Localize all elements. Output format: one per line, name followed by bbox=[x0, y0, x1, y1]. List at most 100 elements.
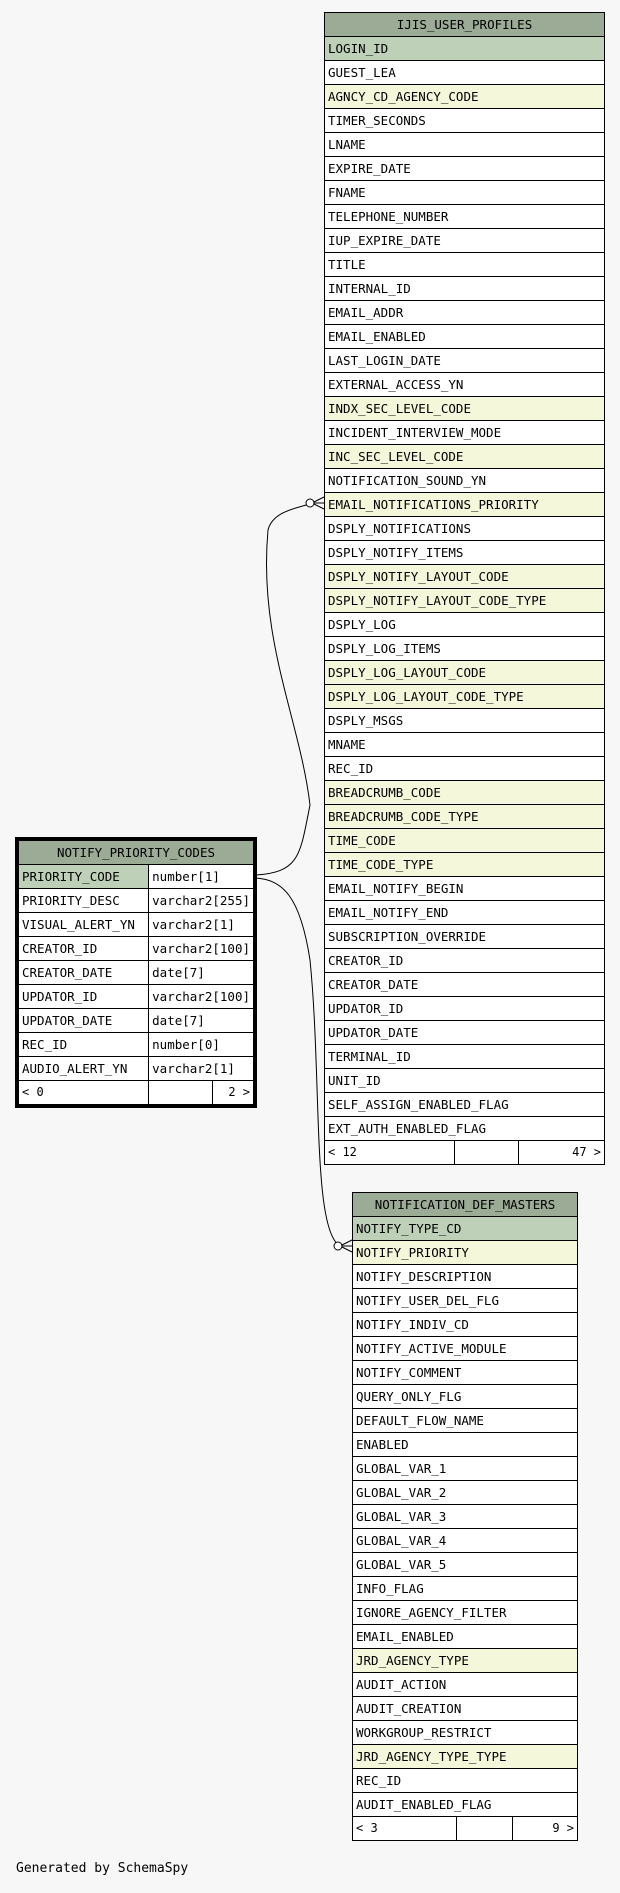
column-row[interactable]: GLOBAL_VAR_3 bbox=[352, 1504, 578, 1529]
column-name: CREATOR_DATE bbox=[17, 960, 150, 985]
column-row[interactable]: INTERNAL_ID bbox=[324, 276, 605, 301]
column-name: AUDIT_ENABLED_FLAG bbox=[352, 1792, 578, 1817]
column-row[interactable]: GLOBAL_VAR_2 bbox=[352, 1480, 578, 1505]
column-name: BREADCRUMB_CODE_TYPE bbox=[324, 804, 605, 829]
column-row[interactable]: NOTIFY_COMMENT bbox=[352, 1360, 578, 1385]
column-row[interactable]: QUERY_ONLY_FLG bbox=[352, 1384, 578, 1409]
column-row[interactable]: AUDIT_ENABLED_FLAG bbox=[352, 1792, 578, 1817]
table-title: NOTIFICATION_DEF_MASTERS bbox=[352, 1192, 578, 1217]
parent-count: < 12 bbox=[324, 1140, 455, 1165]
column-type: date[7] bbox=[148, 960, 254, 985]
column-row[interactable]: LNAME bbox=[324, 132, 605, 157]
column-row[interactable]: GLOBAL_VAR_5 bbox=[352, 1552, 578, 1577]
optional-marker-ndm bbox=[333, 1241, 343, 1251]
column-row[interactable]: CREATOR_DATE bbox=[324, 972, 605, 997]
column-row[interactable]: MNAME bbox=[324, 732, 605, 757]
column-name: AUDIT_ACTION bbox=[352, 1672, 578, 1697]
column-name: TIMER_SECONDS bbox=[324, 108, 605, 133]
column-row[interactable]: NOTIFY_USER_DEL_FLG bbox=[352, 1288, 578, 1313]
column-row[interactable]: TELEPHONE_NUMBER bbox=[324, 204, 605, 229]
column-row[interactable]: UPDATOR_ID bbox=[324, 996, 605, 1021]
column-row[interactable]: INCIDENT_INTERVIEW_MODE bbox=[324, 420, 605, 445]
child-count: 47 > bbox=[518, 1140, 605, 1165]
column-row[interactable]: REC_ID bbox=[352, 1768, 578, 1793]
column-name: NOTIFY_USER_DEL_FLG bbox=[352, 1288, 578, 1313]
column-name: TITLE bbox=[324, 252, 605, 277]
column-name: IUP_EXPIRE_DATE bbox=[324, 228, 605, 253]
column-name: EMAIL_NOTIFY_END bbox=[324, 900, 605, 925]
column-name: REC_ID bbox=[352, 1768, 578, 1793]
column-row[interactable]: JRD_AGENCY_TYPE bbox=[352, 1648, 578, 1673]
column-row[interactable]: EXPIRE_DATE bbox=[324, 156, 605, 181]
column-name: IGNORE_AGENCY_FILTER bbox=[352, 1600, 578, 1625]
column-row[interactable]: TIMER_SECONDS bbox=[324, 108, 605, 133]
column-name: CREATOR_DATE bbox=[324, 972, 605, 997]
column-type: varchar2[1] bbox=[148, 1056, 254, 1081]
column-row[interactable]: DSPLY_LOG_LAYOUT_CODE bbox=[324, 660, 605, 685]
column-name: EMAIL_ADDR bbox=[324, 300, 605, 325]
column-name: UPDATOR_DATE bbox=[17, 1008, 150, 1033]
column-name: EMAIL_ENABLED bbox=[324, 324, 605, 349]
column-row[interactable]: DSPLY_NOTIFY_LAYOUT_CODE_TYPE bbox=[324, 588, 605, 613]
column-row[interactable]: BREADCRUMB_CODE_TYPE bbox=[324, 804, 605, 829]
column-row[interactable]: BREADCRUMB_CODE bbox=[324, 780, 605, 805]
column-row[interactable]: EMAIL_ENABLED bbox=[324, 324, 605, 349]
column-row[interactable]: INDX_SEC_LEVEL_CODE bbox=[324, 396, 605, 421]
column-row[interactable]: DSPLY_NOTIFY_LAYOUT_CODE bbox=[324, 564, 605, 589]
column-row[interactable]: TERMINAL_ID bbox=[324, 1044, 605, 1069]
column-name: NOTIFY_COMMENT bbox=[352, 1360, 578, 1385]
column-name: UNIT_ID bbox=[324, 1068, 605, 1093]
column-name: FNAME bbox=[324, 180, 605, 205]
column-row[interactable]: EMAIL_NOTIFY_END bbox=[324, 900, 605, 925]
column-name: DSPLY_NOTIFY_LAYOUT_CODE_TYPE bbox=[324, 588, 605, 613]
column-row[interactable]: TITLE bbox=[324, 252, 605, 277]
column-row[interactable]: EMAIL_NOTIFY_BEGIN bbox=[324, 876, 605, 901]
column-row[interactable]: SUBSCRIPTION_OVERRIDE bbox=[324, 924, 605, 949]
column-name: AGNCY_CD_AGENCY_CODE bbox=[324, 84, 605, 109]
column-row[interactable]: LOGIN_ID bbox=[324, 36, 605, 61]
column-row[interactable]: DSPLY_MSGS bbox=[324, 708, 605, 733]
column-row[interactable]: AUDIT_ACTION bbox=[352, 1672, 578, 1697]
column-name: BREADCRUMB_CODE bbox=[324, 780, 605, 805]
column-name: DSPLY_LOG_LAYOUT_CODE_TYPE bbox=[324, 684, 605, 709]
table-title: NOTIFY_PRIORITY_CODES bbox=[18, 840, 254, 865]
column-row[interactable]: NOTIFY_TYPE_CD bbox=[352, 1216, 578, 1241]
column-row[interactable]: AGNCY_CD_AGENCY_CODE bbox=[324, 84, 605, 109]
column-row[interactable]: NOTIFY_PRIORITY bbox=[352, 1240, 578, 1265]
column-row[interactable]: DSPLY_LOG_LAYOUT_CODE_TYPE bbox=[324, 684, 605, 709]
column-name: EMAIL_NOTIFICATIONS_PRIORITY bbox=[324, 492, 605, 517]
column-row[interactable]: LAST_LOGIN_DATE bbox=[324, 348, 605, 373]
column-name: TELEPHONE_NUMBER bbox=[324, 204, 605, 229]
column-row[interactable]: DSPLY_LOG_ITEMS bbox=[324, 636, 605, 661]
column-row[interactable]: EMAIL_ADDR bbox=[324, 300, 605, 325]
column-name: LAST_LOGIN_DATE bbox=[324, 348, 605, 373]
column-row[interactable]: NOTIFY_ACTIVE_MODULE bbox=[352, 1336, 578, 1361]
column-name: QUERY_ONLY_FLG bbox=[352, 1384, 578, 1409]
column-row[interactable]: FNAME bbox=[324, 180, 605, 205]
parent-count: < 3 bbox=[352, 1816, 457, 1841]
column-name: SUBSCRIPTION_OVERRIDE bbox=[324, 924, 605, 949]
column-name: TERMINAL_ID bbox=[324, 1044, 605, 1069]
column-row[interactable]: EMAIL_NOTIFICATIONS_PRIORITY bbox=[324, 492, 605, 517]
column-row[interactable]: UNIT_ID bbox=[324, 1068, 605, 1093]
column-row[interactable]: GLOBAL_VAR_1 bbox=[352, 1456, 578, 1481]
column-name: DSPLY_MSGS bbox=[324, 708, 605, 733]
column-row[interactable]: IUP_EXPIRE_DATE bbox=[324, 228, 605, 253]
column-name: DSPLY_LOG_LAYOUT_CODE bbox=[324, 660, 605, 685]
column-row[interactable]: EXT_AUTH_ENABLED_FLAG bbox=[324, 1116, 605, 1141]
relationship-edge-ndm bbox=[255, 877, 341, 1247]
column-row[interactable]: JRD_AGENCY_TYPE_TYPE bbox=[352, 1744, 578, 1769]
column-type: varchar2[255] bbox=[148, 888, 254, 913]
column-name: LNAME bbox=[324, 132, 605, 157]
column-row[interactable]: IGNORE_AGENCY_FILTER bbox=[352, 1600, 578, 1625]
